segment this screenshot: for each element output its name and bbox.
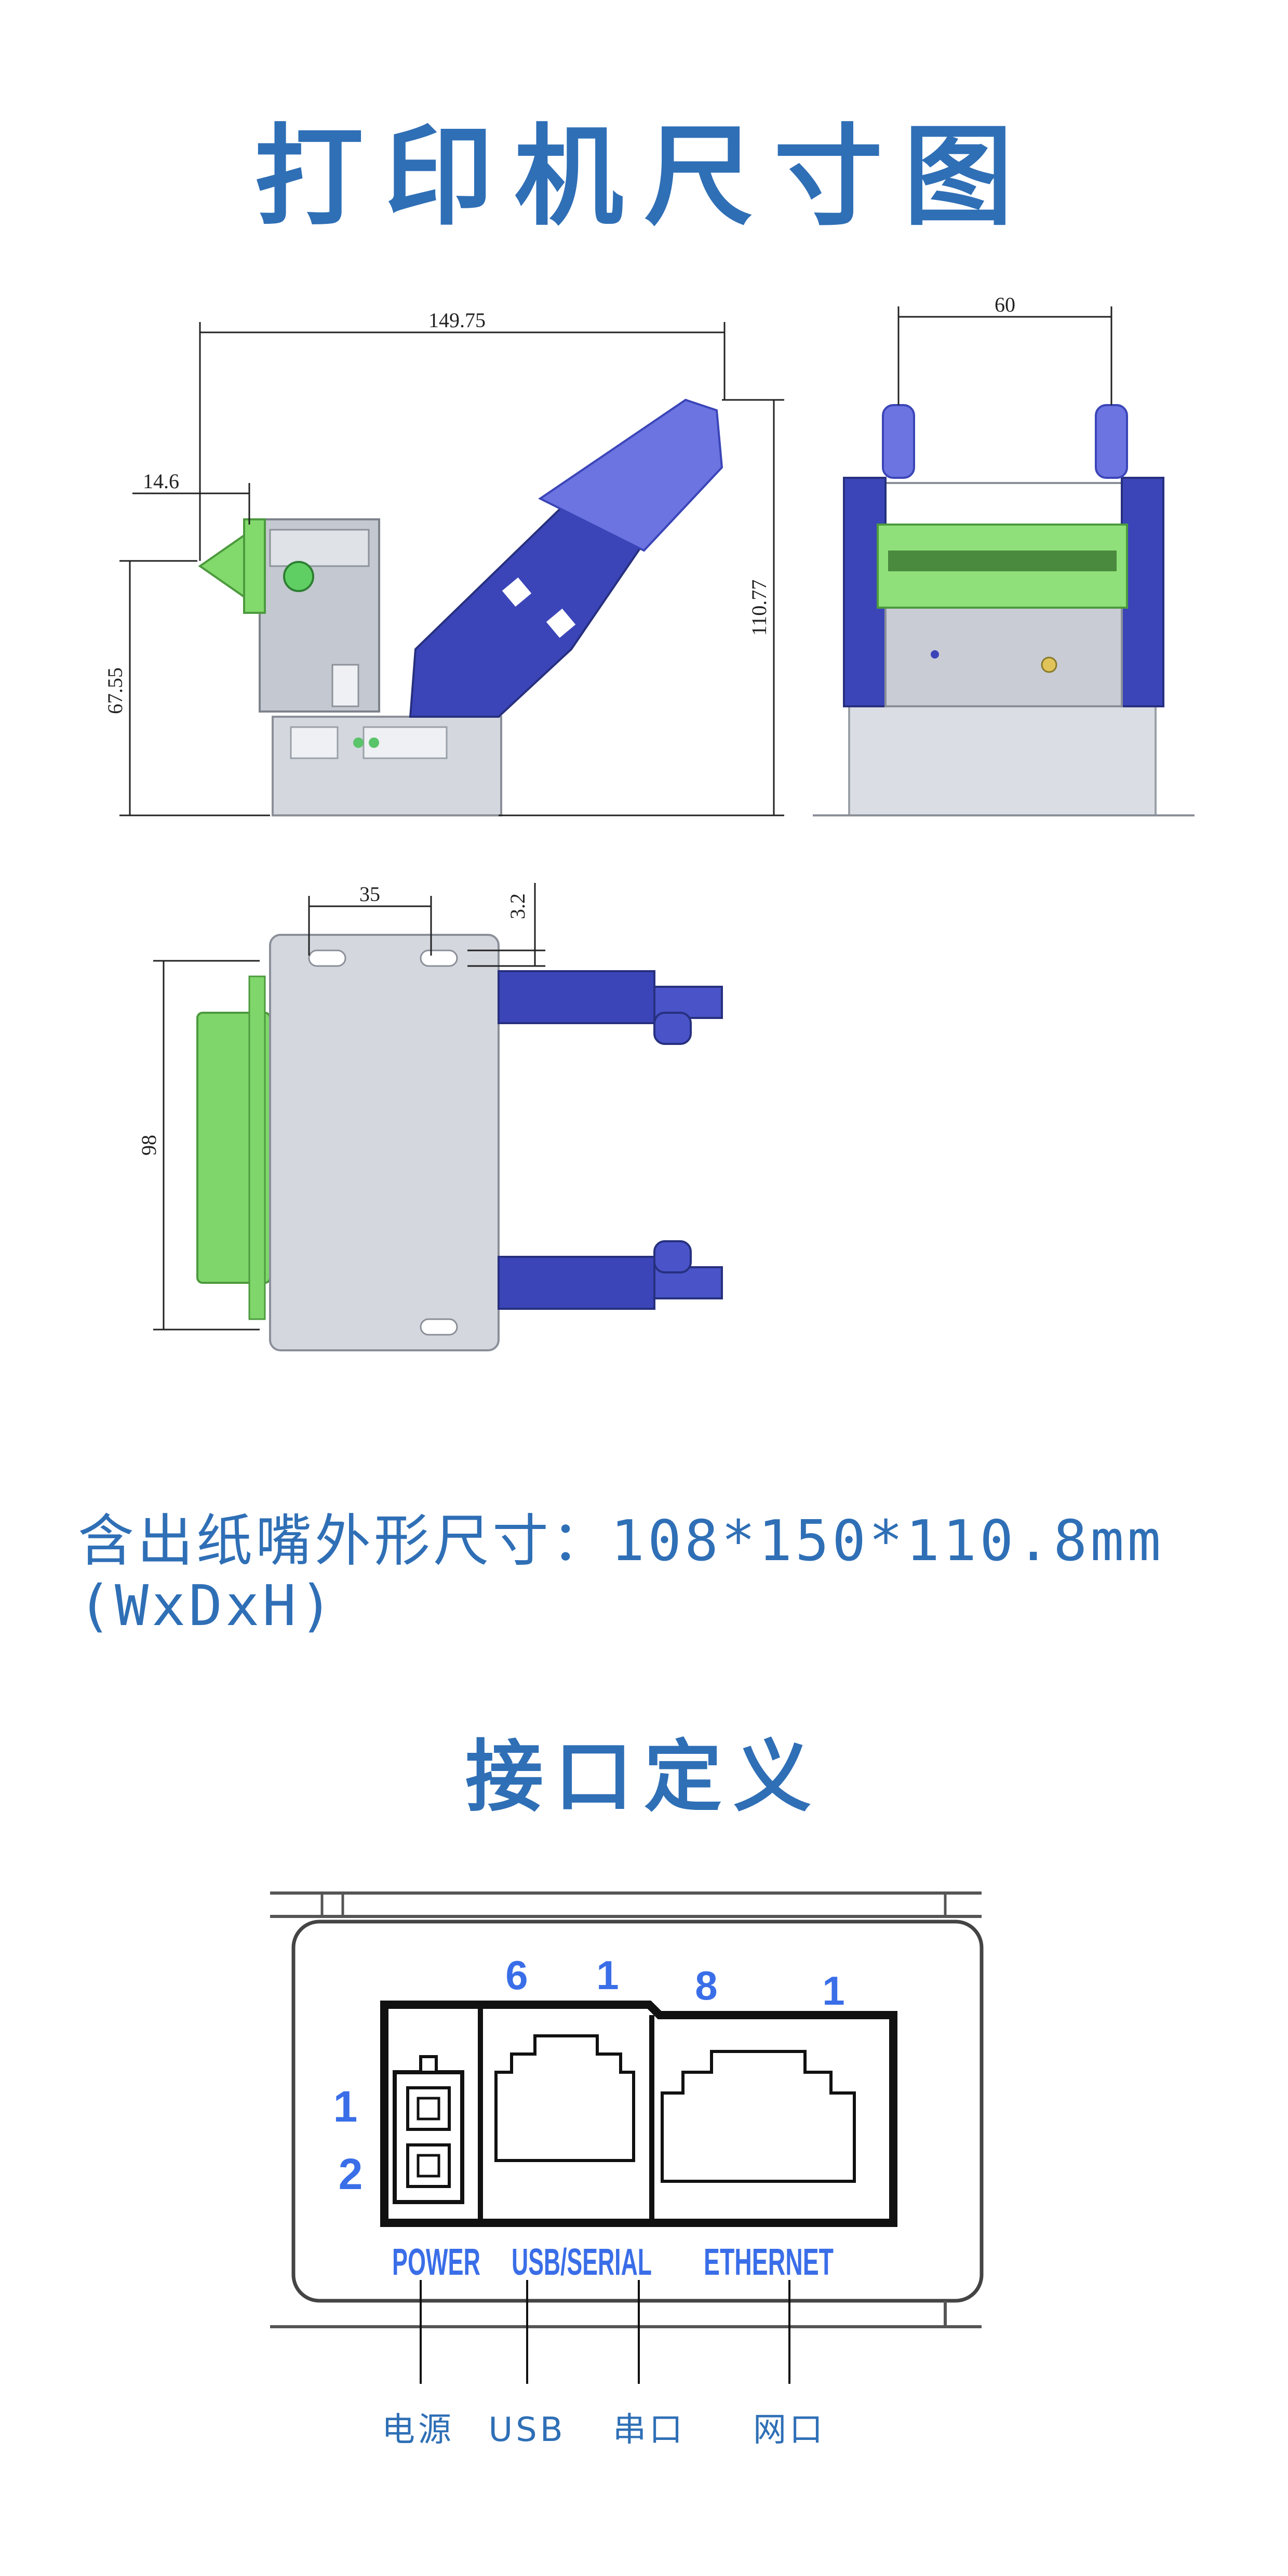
dim-hole-spacing: 35 bbox=[359, 882, 380, 906]
dim-side-width: 149.75 bbox=[428, 308, 486, 332]
label-usb: USB bbox=[488, 2411, 566, 2449]
dimension-drawings: 149.75 14.6 67.55 110.77 60 bbox=[103, 293, 1195, 1351]
port-name-ethernet: ETHERNET bbox=[704, 2242, 834, 2283]
page-title-interface: 接口定义 bbox=[465, 1732, 823, 1822]
label-network: 网口 bbox=[753, 2411, 826, 2449]
dim-bottom-width: 98 bbox=[137, 1135, 160, 1156]
dim-front-width: 60 bbox=[995, 293, 1015, 316]
pin-label-6: 6 bbox=[505, 1952, 528, 1998]
label-power: 电源 bbox=[382, 2411, 454, 2449]
label-serial: 串口 bbox=[613, 2411, 686, 2449]
front-view: 60 bbox=[813, 293, 1195, 816]
pin-label-1-ethernet: 1 bbox=[822, 1968, 844, 2014]
pin-label-power-1: 1 bbox=[333, 2082, 358, 2131]
side-view: 149.75 14.6 67.55 110.77 bbox=[103, 308, 784, 816]
spec-dimensions: 含出纸嘴外形尺寸：108*150*110.8mm bbox=[78, 1509, 1164, 1574]
dim-nozzle-depth: 14.6 bbox=[143, 469, 179, 493]
port-name-power: POWER bbox=[392, 2242, 480, 2283]
dim-hole-offset: 3.2 bbox=[506, 893, 529, 919]
pin-label-8: 8 bbox=[695, 1963, 717, 2008]
port-name-usb-serial: USB/SERIAL bbox=[512, 2242, 652, 2283]
dim-body-height: 67.55 bbox=[103, 667, 127, 714]
page-title-dimensions: 打印机尺寸图 bbox=[254, 113, 1034, 240]
bottom-view: 35 3.2 98 bbox=[137, 882, 723, 1351]
pin-label-1-usb: 1 bbox=[596, 1952, 619, 1998]
pin-label-power-2: 2 bbox=[339, 2150, 363, 2198]
dim-total-height: 110.77 bbox=[747, 580, 771, 636]
spec-unit-note: (WxDxH) bbox=[78, 1574, 337, 1639]
